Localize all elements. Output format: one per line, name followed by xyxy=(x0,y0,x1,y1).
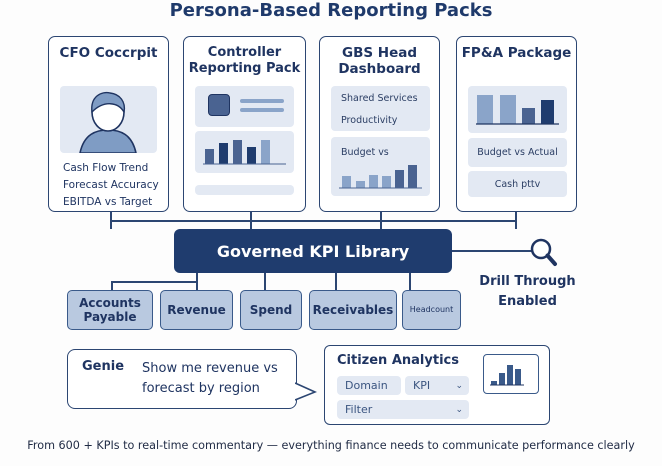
kpi-item: Cash Flow Trend xyxy=(63,162,149,174)
connector xyxy=(452,250,532,252)
panel-text: Cash pttv xyxy=(494,178,541,190)
card-title: GBS Head Dashboard xyxy=(338,45,421,77)
page-title: Persona-Based Reporting Packs xyxy=(169,0,493,21)
kpi-item: EBITDA vs Target xyxy=(63,196,153,208)
filter-label: Filter xyxy=(345,403,373,416)
bar-chart-icon xyxy=(339,165,422,189)
panel-text: Budget vs Actual xyxy=(477,147,558,158)
magnifier-icon xyxy=(530,238,557,266)
fpa-package-card[interactable]: FP&A Package Budget vs Actual Cash pttv xyxy=(456,36,577,212)
bar-chart-icon xyxy=(490,365,524,386)
budget-vs-actual-panel: Budget vs Actual xyxy=(468,138,567,167)
placeholder-panel xyxy=(195,185,294,195)
kpi-revenue[interactable]: Revenue xyxy=(160,290,233,330)
panel-text: Shared Services xyxy=(341,93,418,104)
kpi-headcount[interactable]: Headcount xyxy=(402,290,461,330)
card-title: Controller Reporting Pack xyxy=(188,45,301,76)
panel-text: Productivity xyxy=(341,115,398,126)
productivity-panel: Shared Services Productivity xyxy=(331,86,430,131)
summary-panel xyxy=(195,86,294,127)
kpi-accounts-payable[interactable]: Accounts Payable xyxy=(67,290,153,330)
domain-label: Domain xyxy=(345,379,388,392)
budget-panel: Budget vs xyxy=(331,137,430,196)
kpi-spend[interactable]: Spend xyxy=(240,290,302,330)
card-title: CFO Coccrpit xyxy=(59,45,158,61)
user-icon xyxy=(79,91,137,154)
filter-select[interactable]: Filter ⌄ xyxy=(337,400,469,419)
bar-chart-panel xyxy=(468,86,567,133)
cash-panel: Cash pttv xyxy=(468,171,567,197)
genie-label: Genie xyxy=(82,359,125,374)
bar-chart-icon xyxy=(476,95,559,125)
domain-select[interactable]: Domain xyxy=(337,376,401,395)
chevron-down-icon: ⌄ xyxy=(455,380,463,391)
avatar xyxy=(60,86,157,154)
footer-caption: From 600 + KPIs to real-time commentary … xyxy=(27,439,635,452)
kpi-item: Forecast Accuracy xyxy=(63,179,159,191)
genie-prompt: Show me revenue vs forecast by region xyxy=(142,361,278,396)
bar-chart-panel xyxy=(195,131,294,173)
kpi-label: KPI xyxy=(413,379,431,392)
bubble-tail xyxy=(295,382,317,401)
citizen-analytics-panel: Citizen Analytics Domain KPI ⌄ Filter ⌄ xyxy=(324,345,550,425)
card-title: FP&A Package xyxy=(461,45,572,61)
cfo-cockpit-card[interactable]: CFO Coccrpit Cash Flow Trend Forecast Ac… xyxy=(48,36,169,212)
kpi-select[interactable]: KPI ⌄ xyxy=(405,376,469,395)
genie-chat-bubble[interactable]: Genie Show me revenue vs forecast by reg… xyxy=(67,349,297,409)
controller-reporting-card[interactable]: Controller Reporting Pack xyxy=(183,36,306,212)
bar-chart-icon xyxy=(203,140,286,165)
citizen-title: Citizen Analytics xyxy=(337,353,459,368)
kpi-receivables[interactable]: Receivables xyxy=(309,290,397,330)
chevron-down-icon: ⌄ xyxy=(455,404,463,415)
drill-through-label: Drill Through Enabled xyxy=(479,274,576,309)
gbs-head-dashboard-card[interactable]: GBS Head Dashboard Shared Services Produ… xyxy=(319,36,440,212)
connector xyxy=(110,220,516,222)
chart-button[interactable] xyxy=(483,354,539,394)
tile-icon xyxy=(208,94,230,116)
panel-text: Budget vs xyxy=(341,147,389,158)
governed-kpi-library[interactable]: Governed KPI Library xyxy=(174,229,452,273)
